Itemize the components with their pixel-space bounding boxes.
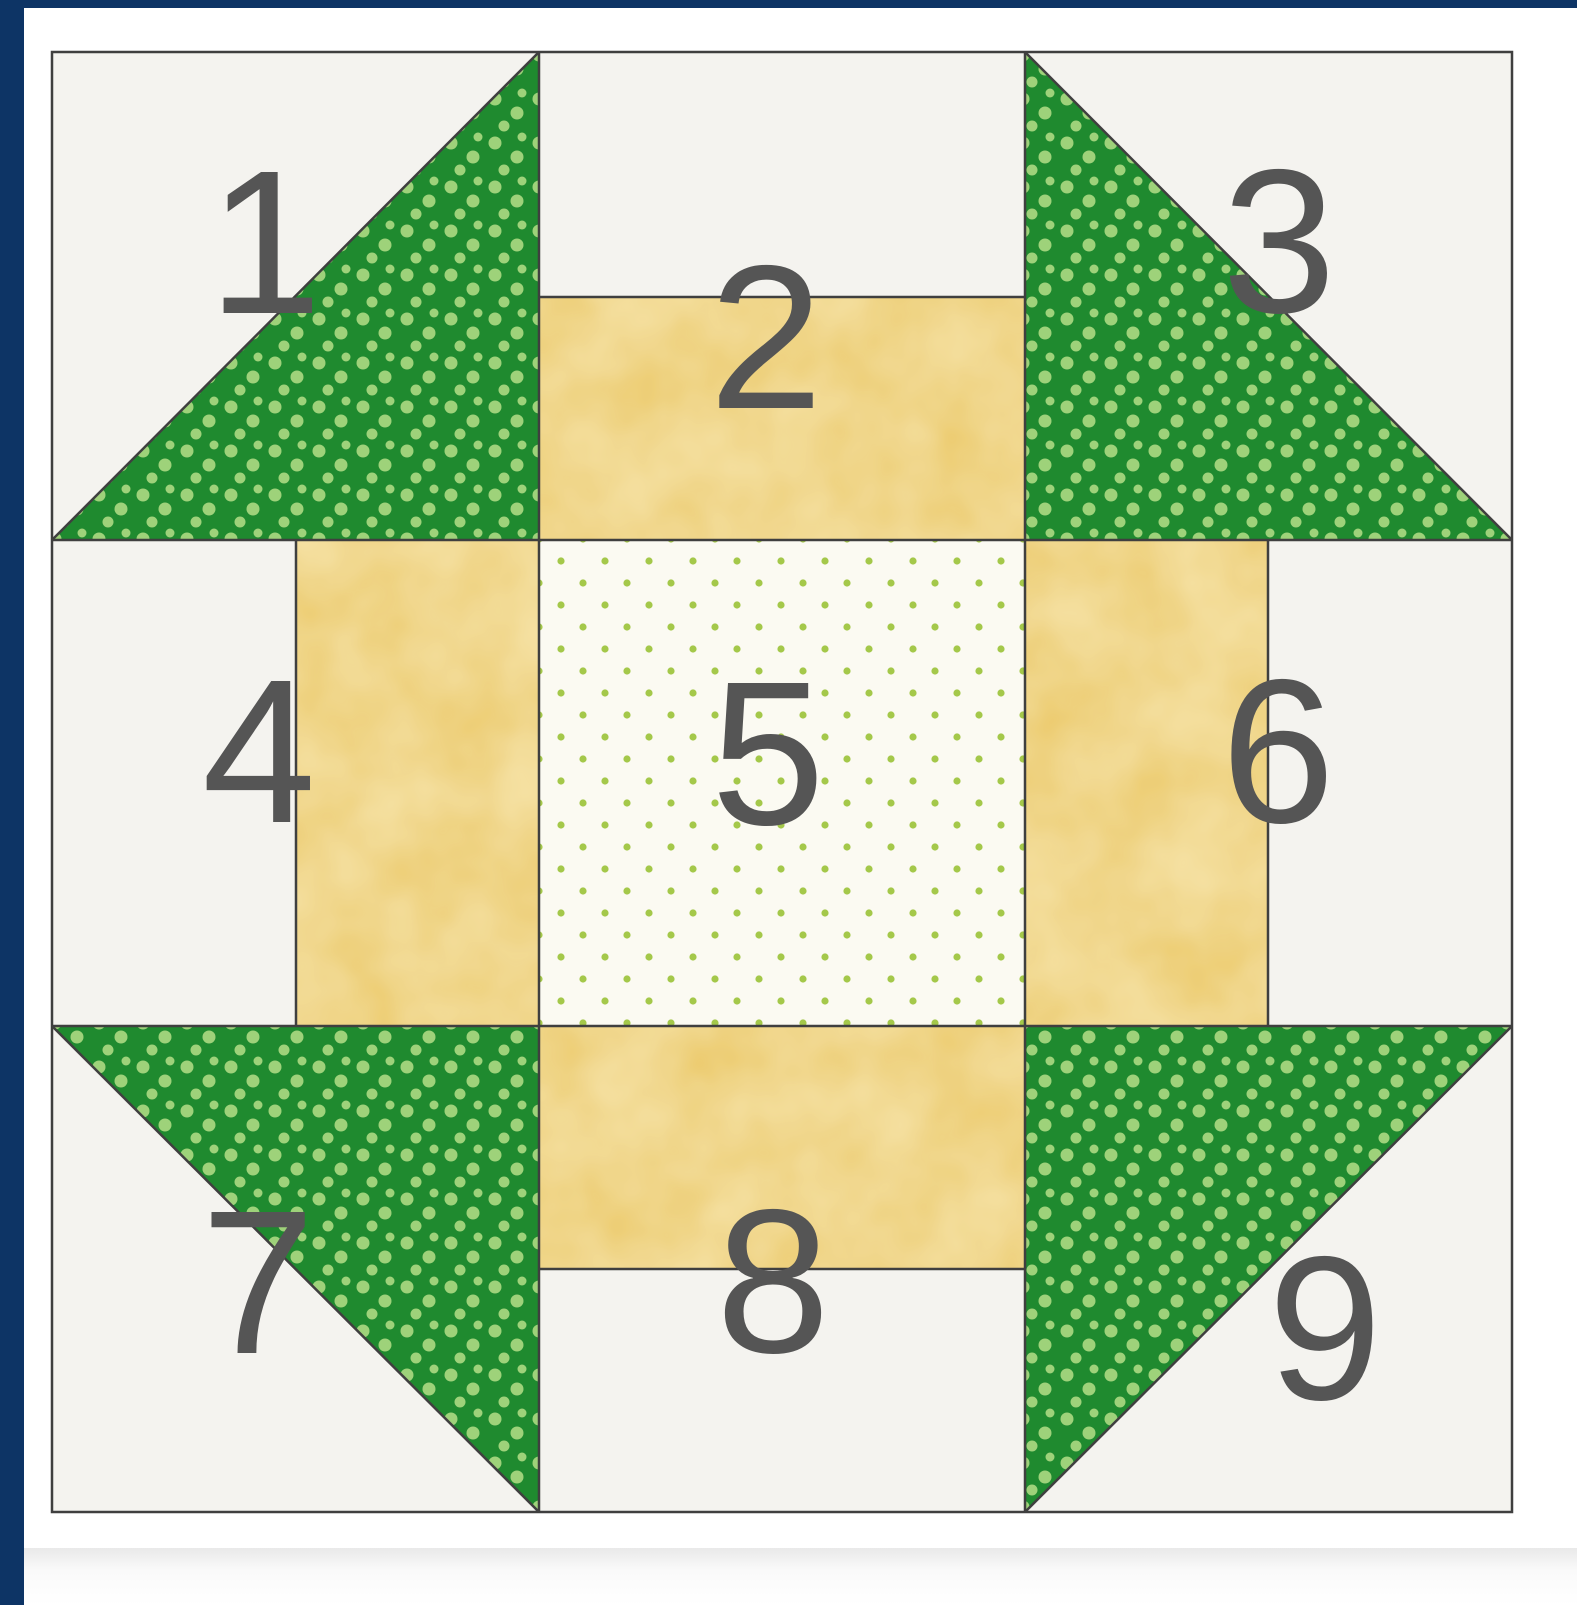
patch-number-8: 8 — [716, 1167, 830, 1396]
patch-number-6: 6 — [1221, 637, 1335, 866]
patch-4-yellow — [296, 540, 539, 1026]
patch-number-9: 9 — [1268, 1214, 1382, 1443]
patch-number-3: 3 — [1222, 127, 1336, 356]
patch-number-2: 2 — [709, 223, 823, 452]
patch-number-4: 4 — [202, 637, 316, 866]
patch-number-7: 7 — [201, 1168, 315, 1397]
patch-number-1: 1 — [208, 128, 322, 357]
patch-number-5: 5 — [711, 639, 825, 868]
